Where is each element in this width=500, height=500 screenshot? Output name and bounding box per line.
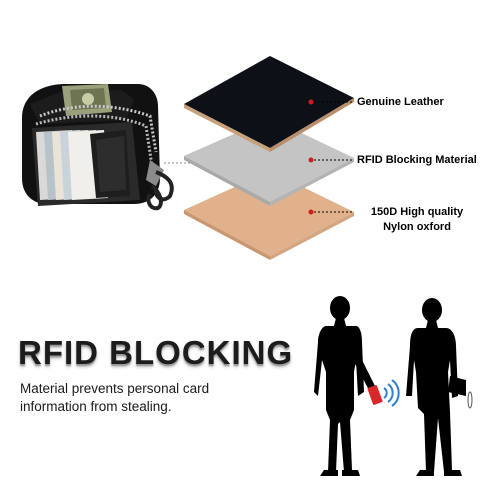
layer-leather [184,56,354,152]
layer-rfid [184,118,354,206]
label-rfid-blocking-material: RFID Blocking Material [357,154,477,166]
rfid-signal-icon [383,379,400,407]
red-card [367,385,383,405]
description: Material prevents personal card informat… [20,380,280,416]
label-nylon-line2: Nylon oxford [383,221,451,233]
victim-silhouette-icon [406,298,466,476]
zip-wallet-icon [22,84,174,211]
thief-silhouette-icon [314,296,376,476]
headline: RFID BLOCKING [18,334,294,371]
label-genuine-leather: Genuine Leather [357,96,444,108]
layer-nylon [184,171,354,260]
label-nylon-line1: 150D High quality [370,206,464,218]
label-nylon-oxford: 150D High quality Nylon oxford [357,205,477,235]
description-line2: information from stealing. [20,399,172,414]
description-line1: Material prevents personal card [20,381,210,396]
